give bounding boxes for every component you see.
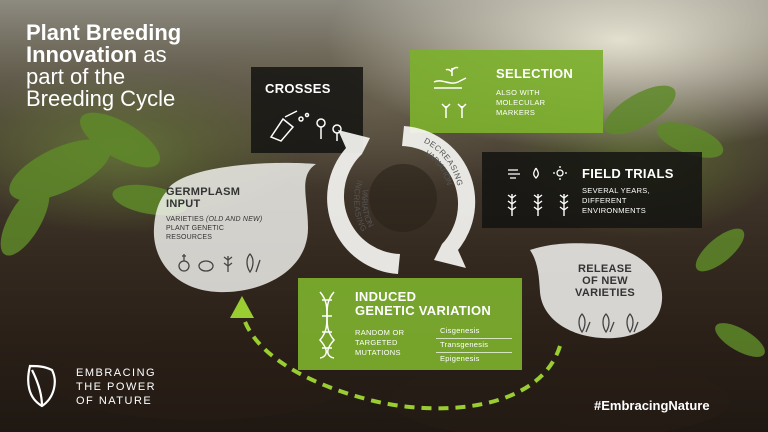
hand-seedling-icon — [433, 66, 467, 89]
title-line-3: part of the — [26, 64, 126, 89]
induced-subtext: RANDOM OR TARGETED MUTATIONS — [355, 328, 405, 357]
method-cisgenesis: Cisgenesis — [436, 325, 512, 339]
method-epigenesis: Epigenesis — [440, 354, 480, 363]
method-transgenesis: Transgenesis — [436, 339, 512, 353]
breeding-cycle-wheel: DECREASING VARIATION INCREASING VARIATIO… — [327, 126, 476, 274]
title-line-1: Plant Breeding — [26, 20, 182, 45]
hashtag-label: #EmbracingNature — [594, 398, 710, 413]
crop-icons — [178, 253, 261, 274]
germplasm-bubble — [153, 162, 316, 293]
decreasing-arrow — [402, 126, 476, 268]
weather-icons — [508, 166, 567, 180]
field-trials-subtext: SEVERAL YEARS, DIFFERENT ENVIRONMENTS — [582, 186, 650, 215]
release-line-2: OF NEW — [582, 275, 628, 287]
germplasm-heading-2: INPUT — [166, 198, 201, 210]
selection-heading: SELECTION — [496, 66, 574, 81]
brand-text: EMBRACING THE POWER OF NATURE — [76, 367, 157, 407]
germplasm-heading-1: GERMPLASM — [166, 186, 241, 198]
increasing-arrow — [327, 130, 400, 274]
wheat-icons — [507, 194, 569, 216]
selection-panel: SELECTION ALSO WITH MOLECULAR MARKERS — [410, 50, 603, 133]
release-line-3: VARIETIES — [575, 287, 635, 299]
release-text: RELEASE OF NEW VARIETIES — [572, 263, 638, 299]
field-trials-heading: FIELD TRIALS — [582, 166, 674, 181]
germplasm-text: GERMPLASM INPUT VARIETIES (OLD AND NEW) … — [166, 186, 262, 242]
induced-heading: INDUCED GENETIC VARIATION — [355, 289, 492, 318]
corn-icons — [578, 313, 639, 334]
induced-methods-list: Cisgenesis Transgenesis Epigenesis — [436, 325, 512, 366]
title-line-2-bold: Innovation — [26, 42, 138, 67]
pollination-icon — [269, 110, 342, 142]
title-line-4: Breeding Cycle — [26, 86, 176, 111]
main-title: Plant Breeding Innovation as part of the… — [26, 22, 181, 110]
field-trials-panel: FIELD TRIALS SEVERAL YEARS, DIFFERENT EN… — [482, 152, 702, 228]
release-line-1: RELEASE — [577, 263, 633, 275]
germplasm-subtext: VARIETIES (OLD AND NEW) PLANT GENETIC RE… — [166, 216, 263, 241]
return-arrow — [230, 296, 562, 411]
induced-variation-panel: INDUCED GENETIC VARIATION RANDOM OR TARG… — [298, 278, 522, 370]
sprout-icon — [441, 103, 467, 118]
leaf-logo-icon — [27, 364, 56, 408]
selection-subtext: ALSO WITH MOLECULAR MARKERS — [496, 88, 546, 117]
crosses-heading: CROSSES — [265, 81, 331, 96]
dna-icon — [319, 291, 335, 359]
title-line-2-rest: as — [137, 42, 167, 67]
